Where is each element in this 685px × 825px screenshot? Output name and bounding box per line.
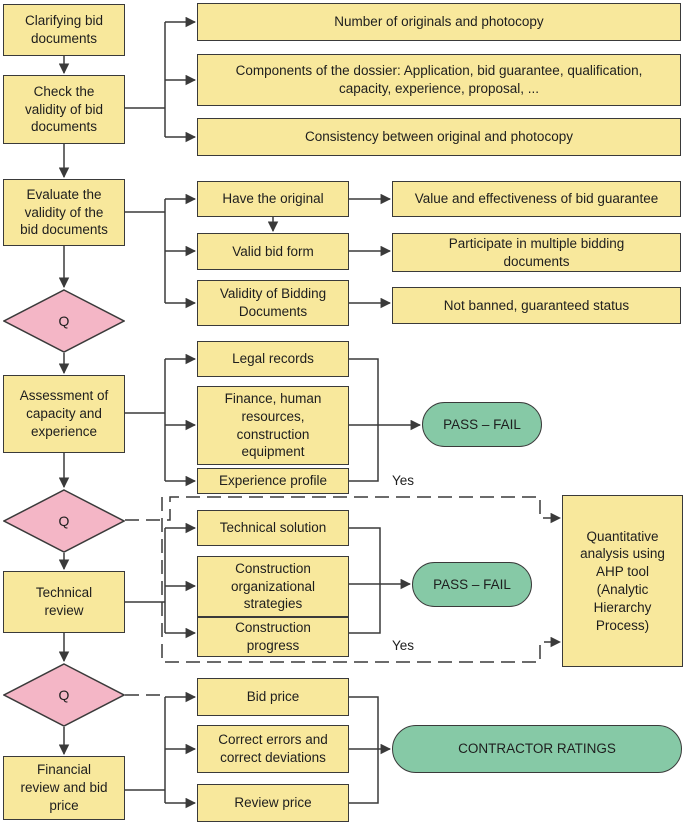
organizational-strategies-box: Construction organizational strategies (197, 556, 349, 617)
correct-errors-box: Correct errors and correct deviations (197, 725, 349, 773)
decision-q3-label: Q (58, 687, 70, 703)
consistency-label: Consistency between original and photoco… (305, 129, 573, 145)
validity-of-bidding-documents-box: Validity of Bidding Documents (197, 280, 349, 326)
assessment-label: Assessment of capacity and experience (19, 388, 109, 439)
evaluate-validity-box: Evaluate the validity of the bid documen… (3, 179, 125, 246)
contractor-ratings-label: CONTRACTOR RATINGS (458, 741, 616, 757)
organizational-strategies-label: Construction organizational strategies (230, 560, 316, 612)
have-original-label: Have the original (222, 191, 324, 207)
dossier-components-box: Components of the dossier: Application, … (197, 54, 681, 106)
bid-price-box: Bid price (197, 678, 349, 716)
number-of-originals-label: Number of originals and photocopy (334, 14, 544, 30)
finance-resources-box: Finance, human resources, construction e… (197, 386, 349, 465)
technical-review-box: Technical review (3, 571, 125, 633)
contractor-ratings-pill: CONTRACTOR RATINGS (392, 725, 682, 773)
evaluate-label: Evaluate the validity of the bid documen… (20, 186, 108, 238)
decision-q1-label: Q (58, 313, 70, 329)
check-validity-box: Check the validity of bid documents (3, 75, 125, 144)
assessment-box: Assessment of capacity and experience (3, 375, 125, 453)
dossier-components-label: Components of the dossier: Application, … (235, 63, 643, 96)
legal-records-label: Legal records (232, 351, 314, 367)
decision-q2 (3, 489, 125, 553)
decision-q1 (3, 289, 125, 353)
finance-resources-label: Finance, human resources, construction e… (224, 390, 322, 460)
yes-label-2: Yes (392, 638, 415, 653)
pass-fail-pill-2: PASS – FAIL (412, 562, 532, 607)
multiple-bidding-label: Participate in multiple bidding document… (448, 235, 625, 269)
valid-bid-form-label: Valid bid form (232, 243, 314, 259)
edge-technical-collect (349, 527, 381, 634)
pass-fail-1-label: PASS – FAIL (443, 416, 521, 432)
consistency-box: Consistency between original and photoco… (197, 118, 681, 156)
multiple-bidding-box: Participate in multiple bidding document… (392, 233, 681, 272)
valid-bid-form-box: Valid bid form (197, 233, 349, 270)
have-original-box: Have the original (197, 181, 349, 217)
ahp-analysis-box: Quantitative analysis using AHP tool (An… (562, 495, 683, 667)
correct-errors-label: Correct errors and correct deviations (218, 732, 328, 765)
edge-ahp-return-dashed (161, 497, 562, 663)
review-price-box: Review price (197, 784, 349, 822)
bid-price-label: Bid price (246, 689, 300, 705)
decision-q2-label: Q (58, 513, 70, 529)
technical-solution-box: Technical solution (197, 510, 349, 546)
experience-profile-label: Experience profile (218, 473, 328, 489)
ahp-analysis-label: Quantitative analysis using AHP tool (An… (580, 528, 665, 633)
not-banned-label: Not banned, guaranteed status (443, 297, 630, 313)
financial-review-box: Financial review and bid price (3, 756, 125, 820)
experience-profile-box: Experience profile (197, 468, 349, 494)
clarify-bid-documents-box: Clarifying bid documents (3, 4, 125, 56)
review-price-label: Review price (234, 795, 312, 811)
technical-solution-label: Technical solution (219, 520, 327, 536)
decision-q3 (3, 663, 125, 727)
legal-records-box: Legal records (197, 341, 349, 377)
technical-review-label: Technical review (35, 585, 93, 618)
edge-financial-collect (349, 696, 379, 804)
not-banned-box: Not banned, guaranteed status (392, 287, 681, 324)
value-guarantee-box: Value and effectiveness of bid guarantee (392, 181, 681, 217)
number-of-originals-box: Number of originals and photocopy (197, 3, 681, 41)
edge-q2-ahp-dashed (125, 496, 562, 524)
validity-of-bidding-documents-label: Validity of Bidding Documents (219, 286, 327, 319)
construction-progress-label: Construction progress (235, 620, 311, 653)
construction-progress-box: Construction progress (197, 617, 349, 657)
pass-fail-2-label: PASS – FAIL (433, 576, 511, 592)
edge-assessment-collect (349, 358, 379, 482)
pass-fail-pill-1: PASS – FAIL (422, 402, 542, 447)
check-label: Check the validity of bid documents (24, 83, 104, 135)
yes-label-1: Yes (392, 473, 415, 488)
value-guarantee-label: Value and effectiveness of bid guarantee (414, 191, 659, 207)
financial-review-label: Financial review and bid price (20, 762, 108, 813)
clarify-label: Clarifying bid documents (24, 13, 104, 46)
